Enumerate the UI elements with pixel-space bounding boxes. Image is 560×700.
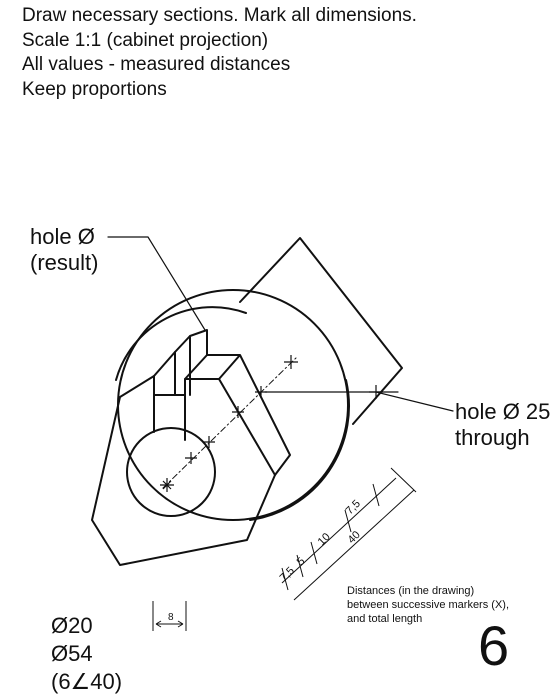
cylinder-front-arc <box>115 306 247 381</box>
slot-width-dimension <box>152 601 187 631</box>
spec-outer-diameter: Ø54 <box>51 641 93 666</box>
instructions: Draw necessary sections. Mark all dimens… <box>22 4 417 102</box>
spec-list: Ø20 Ø54 (6∠40) <box>51 612 122 696</box>
hexagon-depth-edges <box>153 351 291 476</box>
dim-7-5-a: 7,5 <box>278 565 297 584</box>
dim-10: 10 <box>316 531 333 548</box>
key-slot <box>174 329 208 396</box>
marker-6 <box>284 355 298 369</box>
marker-1 <box>160 478 174 492</box>
cylinder-back-circle <box>117 289 349 521</box>
instruction-line-3: All values - measured distances <box>22 54 291 75</box>
hole-through-line-1: hole Ø 25 <box>455 399 551 424</box>
marker-5 <box>255 386 267 398</box>
marker-note-line-2: between successive markers (X), <box>347 599 509 611</box>
spec-hexagon: (6∠40) <box>51 669 123 694</box>
markers <box>160 355 383 492</box>
hole-result-line-1: hole Ø <box>30 224 95 249</box>
hole-result-line-2: (result) <box>30 250 99 275</box>
hole-result-label: hole Ø (result) <box>30 224 98 276</box>
marker-2 <box>185 452 197 464</box>
marker-7 <box>369 385 383 399</box>
hexagon-front-face <box>91 375 276 566</box>
hole-result-leader <box>107 236 206 331</box>
hole-through-label: hole Ø 25 through <box>455 399 550 451</box>
cylinder-outline-right <box>249 379 351 521</box>
dim-total-40: 40 <box>346 529 363 546</box>
marker-note-line-1: Distances (in the drawing) <box>347 585 475 597</box>
marker-4 <box>232 406 244 418</box>
hole-through-leader <box>264 391 454 412</box>
dimension-chain <box>281 467 417 601</box>
hole-through-line-2: through <box>455 425 530 450</box>
marker-3 <box>203 436 215 448</box>
instruction-line-4: Keep proportions <box>22 78 167 100</box>
slot-width-value: 8 <box>168 612 174 623</box>
center-bore <box>126 427 216 517</box>
instruction-line-2: Scale 1:1 (cabinet projection) <box>22 29 269 51</box>
marker-note-line-3: and total length <box>347 613 423 625</box>
rear-box-outline <box>239 237 403 425</box>
marker-axis <box>162 355 299 489</box>
marker-note: Distances (in the drawing) between succe… <box>347 584 509 626</box>
page-number: 6 <box>478 614 510 677</box>
spec-bore-diameter: Ø20 <box>51 613 93 638</box>
instruction-line-1: Draw necessary sections. Mark all dimens… <box>22 5 417 26</box>
